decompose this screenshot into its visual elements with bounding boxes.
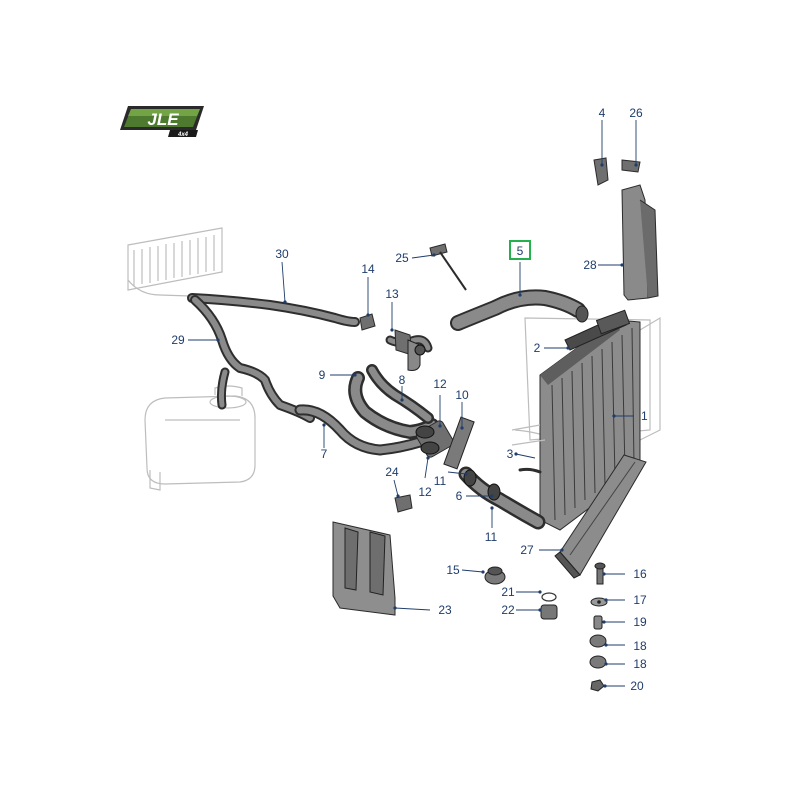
thermostat-housing — [415, 416, 475, 470]
highlight-box — [509, 240, 531, 260]
callout-4: 4 — [599, 106, 606, 120]
callout-18-upper: 18 — [633, 639, 647, 653]
leader-dots — [216, 163, 638, 688]
ghost-heater-core — [127, 227, 223, 297]
leader-lines — [188, 120, 637, 687]
callout-17: 17 — [633, 593, 647, 607]
callout-2: 2 — [534, 341, 541, 355]
callout-7: 7 — [321, 447, 328, 461]
upper-brackets — [593, 157, 659, 301]
callout-20: 20 — [630, 679, 644, 693]
callout-16: 16 — [633, 567, 647, 581]
callout-10: 10 — [455, 388, 469, 402]
callout-18-lower: 18 — [633, 657, 647, 671]
heater-hoses — [187, 293, 360, 423]
top-radiator-hose — [450, 289, 589, 331]
callout-labels: 1 2 3 4 5 6 7 8 9 10 11 11 12 12 13 14 1… — [171, 106, 648, 693]
logo-text: JLE — [147, 110, 179, 129]
callout-8: 8 — [399, 373, 406, 387]
callout-23: 23 — [438, 603, 452, 617]
callout-6: 6 — [456, 489, 463, 503]
ghost-expansion-tank — [144, 385, 256, 491]
callout-29: 29 — [171, 333, 185, 347]
callout-22: 22 — [501, 603, 515, 617]
bracket-rod — [429, 243, 467, 291]
callout-11-upper: 11 — [434, 474, 447, 488]
bypass-hose — [294, 404, 426, 456]
callout-15: 15 — [446, 563, 460, 577]
callout-12-lower: 12 — [418, 485, 432, 499]
callout-1: 1 — [641, 409, 648, 423]
lower-shroud — [554, 454, 647, 579]
callout-3: 3 — [507, 447, 514, 461]
callout-13: 13 — [385, 287, 399, 301]
jle-logo: JLE 4x4 — [120, 106, 204, 138]
callout-9: 9 — [319, 368, 326, 382]
callout-5: 5 — [517, 244, 524, 258]
callout-19: 19 — [633, 615, 647, 629]
callout-30: 30 — [275, 247, 289, 261]
callout-28: 28 — [583, 258, 597, 272]
callout-11-lower: 11 — [485, 530, 498, 544]
left-bracket — [332, 494, 413, 616]
callout-25: 25 — [395, 251, 409, 265]
callout-24: 24 — [385, 465, 399, 479]
logo-subtext: 4x4 — [177, 132, 189, 138]
callout-26: 26 — [629, 106, 643, 120]
hardware-parts — [484, 562, 608, 692]
callout-27: 27 — [520, 543, 534, 557]
callout-14: 14 — [361, 262, 375, 276]
callout-21: 21 — [501, 585, 515, 599]
callout-12-upper: 12 — [433, 377, 447, 391]
